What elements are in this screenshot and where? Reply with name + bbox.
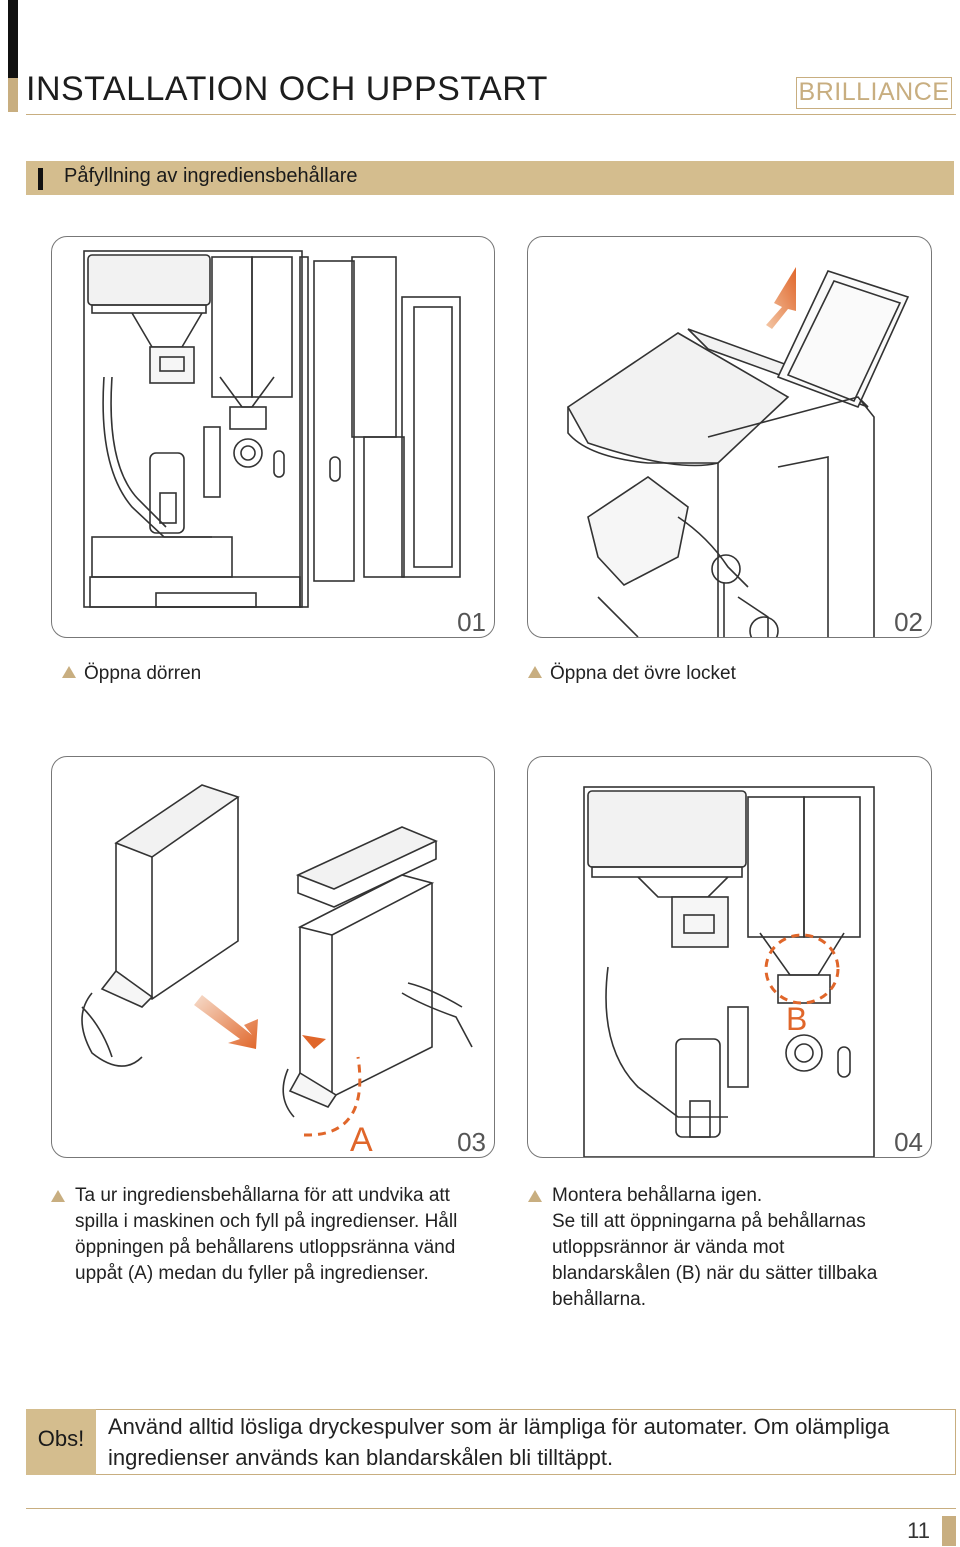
step-number: 02	[894, 607, 923, 637]
section-bar	[26, 161, 954, 195]
machine-door-open-drawing	[83, 250, 461, 608]
lift-arrow	[766, 267, 796, 329]
step-03-illustration: A 03	[51, 756, 495, 1158]
step-04-caption: Montera behållarna igen. Se till att öpp…	[528, 1183, 942, 1313]
step-01-caption: Öppna dörren	[62, 661, 201, 687]
canister-refit-drawing	[583, 786, 875, 1157]
canister-refill-drawing	[81, 784, 473, 1137]
brand-label: BRILLIANCE	[798, 78, 950, 106]
marker-b: B	[786, 1001, 808, 1037]
mixing-bowl-highlight	[764, 933, 840, 1005]
footer-gold-marker	[942, 1516, 956, 1546]
machine-lid-open-drawing	[566, 267, 910, 637]
step-number: 01	[457, 607, 486, 637]
page-number: 11	[907, 1518, 930, 1543]
step-number: 04	[894, 1127, 923, 1157]
header-black-marker	[8, 0, 18, 110]
brand-frame	[796, 77, 952, 109]
move-arrow	[194, 995, 258, 1049]
section-marker	[38, 168, 43, 190]
note-text: Använd alltid lösliga dryckespulver som …	[108, 1414, 890, 1470]
bullet-triangle-icon	[528, 666, 542, 678]
step-02-illustration: 02	[527, 236, 932, 638]
header-divider	[26, 114, 956, 115]
bullet-triangle-icon	[51, 1190, 65, 1202]
page-title: INSTALLATION OCH UPPSTART	[26, 70, 548, 108]
note-label-background	[26, 1409, 96, 1475]
note-label: Obs!	[37, 1426, 85, 1451]
step-02-caption: Öppna det övre locket	[528, 661, 736, 687]
footer-divider	[26, 1508, 956, 1509]
header-gold-marker	[8, 78, 18, 112]
step-04-illustration: B 04	[527, 756, 932, 1158]
section-title: Påfyllning av ingrediensbehållare	[64, 165, 358, 187]
step-number: 03	[457, 1127, 486, 1157]
step-03-caption: Ta ur ingrediensbehållarna för att undvi…	[51, 1183, 495, 1287]
marker-a: A	[350, 1121, 373, 1158]
step-01-illustration: 01	[51, 236, 495, 638]
bullet-triangle-icon	[62, 666, 76, 678]
bullet-triangle-icon	[528, 1190, 542, 1202]
